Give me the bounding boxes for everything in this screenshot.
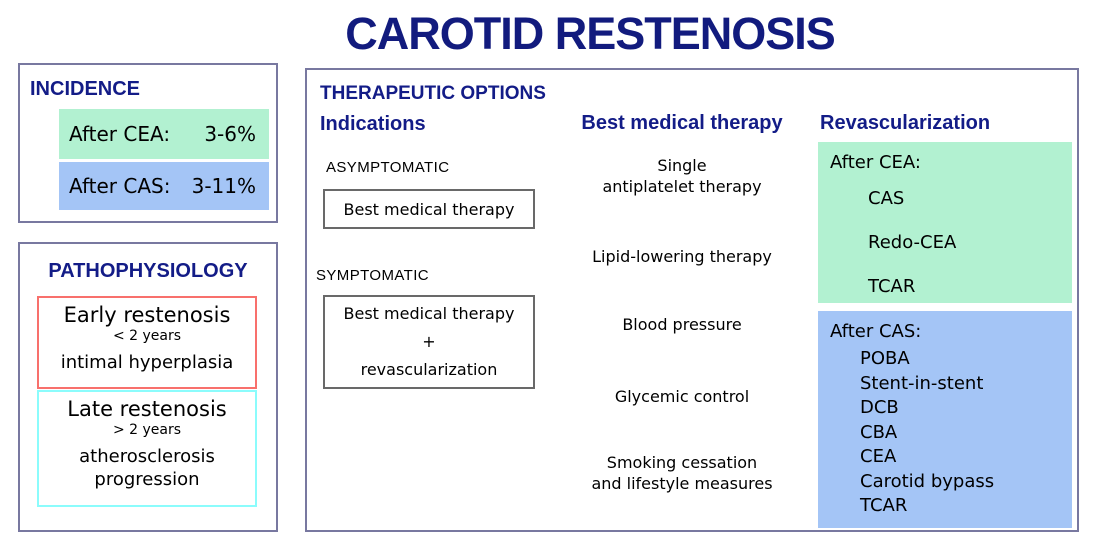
after-cea-item: CAS: [868, 188, 905, 209]
after-cas-item: POBA: [860, 348, 910, 369]
after-cas-item: TCAR: [860, 495, 908, 516]
incidence-row-after-cas: After CAS: 3-11%: [59, 162, 269, 210]
indications-heading: Indications: [320, 113, 426, 135]
bmt-item-antiplatelet: Single antiplatelet therapy: [602, 156, 762, 196]
after-cas-item: CEA: [860, 446, 897, 467]
pathophysiology-heading: PATHOPHYSIOLOGY: [48, 260, 248, 282]
early-restenosis-title: Early restenosis: [63, 303, 231, 327]
after-cea-item: TCAR: [868, 276, 916, 297]
incidence-row-label: After CEA:: [69, 122, 171, 146]
after-cea-item: Redo-CEA: [868, 232, 957, 253]
after-cas-item: Stent-in-stent: [860, 372, 984, 394]
incidence-row-value: 3-11%: [191, 174, 256, 198]
asymptomatic-therapy-box: Best medical therapy: [323, 189, 535, 229]
bmt-item-glycemic: Glycemic control: [614, 387, 750, 406]
after-cas-item: DCB: [860, 397, 899, 418]
bmt-item-smoking: Smoking cessation and lifestyle measures: [591, 453, 773, 493]
incidence-row-value: 3-6%: [204, 122, 256, 146]
early-restenosis-box: Early restenosis < 2 years intimal hyper…: [37, 296, 257, 389]
incidence-heading: INCIDENCE: [30, 78, 141, 100]
after-cas-box: After CAS: POBA Stent-in-stent DCB CBA C…: [818, 311, 1072, 528]
page-title: CAROTID RESTENOSIS: [345, 8, 836, 59]
revascularization-heading: Revascularization: [820, 112, 991, 134]
bmt-item-lipid: Lipid-lowering therapy: [592, 247, 772, 266]
incidence-panel: INCIDENCE After CEA: 3-6% After CAS: 3-1…: [18, 63, 278, 223]
after-cea-label: After CEA:: [830, 152, 921, 173]
early-restenosis-subtitle: < 2 years: [112, 328, 182, 344]
asymptomatic-label: ASYMPTOMATIC: [326, 159, 450, 176]
incidence-row-label: After CAS:: [69, 174, 171, 198]
after-cas-item: Carotid bypass: [860, 470, 995, 492]
symptomatic-label: SYMPTOMATIC: [316, 267, 430, 284]
after-cas-label: After CAS:: [830, 321, 922, 342]
late-restenosis-box: Late restenosis > 2 years atherosclerosi…: [37, 390, 257, 507]
incidence-row-after-cea: After CEA: 3-6%: [59, 109, 269, 159]
late-restenosis-title: Late restenosis: [67, 397, 227, 421]
after-cas-item: CBA: [860, 421, 898, 443]
best-medical-therapy-heading: Best medical therapy: [581, 112, 783, 134]
after-cas-items: POBA Stent-in-stent DCB CBA CEA Carotid …: [860, 347, 1072, 519]
after-cea-box: After CEA: CAS Redo-CEA TCAR: [818, 142, 1072, 303]
symptomatic-therapy-box: Best medical therapy + revascularization: [323, 295, 535, 389]
early-restenosis-body: intimal hyperplasia: [60, 352, 234, 373]
late-restenosis-subtitle: > 2 years: [112, 422, 182, 438]
pathophysiology-panel: PATHOPHYSIOLOGY Early restenosis < 2 yea…: [18, 242, 278, 532]
therapeutic-options-panel: THERAPEUTIC OPTIONS Indications ASYMPTOM…: [305, 68, 1079, 532]
therapeutic-options-heading: THERAPEUTIC OPTIONS: [320, 83, 546, 104]
late-restenosis-body: atherosclerosis progression: [79, 446, 215, 490]
bmt-item-blood-pressure: Blood pressure: [622, 315, 742, 334]
